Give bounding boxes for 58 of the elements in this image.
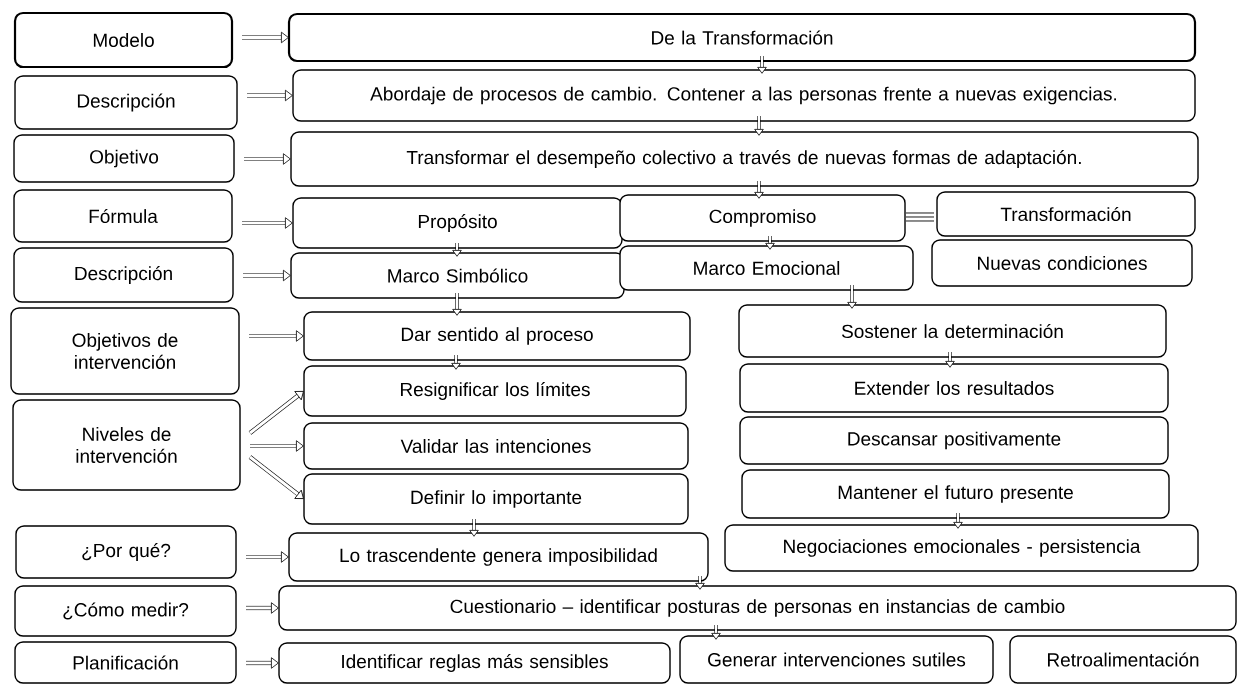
- arrow: [242, 217, 293, 229]
- arrow: [765, 235, 775, 250]
- arrow: [246, 657, 279, 669]
- arrow: [469, 518, 479, 537]
- arrow: [754, 180, 764, 199]
- arrow: [754, 115, 764, 136]
- arrow: [945, 351, 955, 368]
- label-box: Descripción: [13, 247, 234, 303]
- arrow: [249, 330, 304, 342]
- arrow: [248, 391, 304, 435]
- label-box: Niveles de intervención: [12, 399, 241, 491]
- arrow: [452, 242, 462, 257]
- arrow: [953, 512, 963, 529]
- content-box: Abordaje de procesos de cambio. Contener a las personas frente a nuevas exigencias.: [292, 69, 1196, 122]
- content-box: Mantener el futuro presente: [741, 469, 1170, 519]
- content-box: Descansar positivamente: [739, 416, 1169, 465]
- content-box: Generar intervenciones sutiles: [679, 635, 994, 684]
- content-box: Marco Emocional: [619, 245, 914, 291]
- content-box: Resignificar los límites: [303, 365, 687, 417]
- content-box: Definir lo importante: [303, 473, 689, 525]
- arrow: [847, 284, 857, 309]
- content-box: Extender los resultados: [739, 363, 1169, 413]
- arrow: [247, 89, 293, 102]
- content-box: Sostener la determinación: [738, 304, 1167, 358]
- label-box: Modelo: [13, 11, 234, 69]
- label-box: Fórmula: [13, 189, 233, 243]
- content-box: Marco Simbólico: [290, 252, 625, 299]
- label-box: ¿Por qué?: [15, 525, 237, 579]
- label-box: ¿Cómo medir?: [14, 585, 237, 637]
- arrow: [246, 551, 289, 563]
- content-box: Nuevas condiciones: [931, 239, 1193, 287]
- content-box: Negociaciones emocionales - persistencia: [724, 524, 1199, 572]
- arrow: [242, 31, 289, 44]
- content-box: Transformar el desempeño colectivo a través de nuevas formas de adaptación.: [290, 131, 1199, 187]
- arrow: [244, 153, 291, 165]
- label-box: Objetivo: [13, 134, 235, 183]
- content-box: De la Transformación: [287, 12, 1197, 63]
- content-box: Validar las intenciones: [303, 422, 689, 470]
- content-box: Dar sentido al proceso: [303, 311, 691, 361]
- content-box: Propósito: [292, 197, 623, 249]
- arrow: [757, 55, 767, 74]
- content-box: Identificar reglas más sensibles: [278, 642, 671, 684]
- arrow: [695, 575, 705, 590]
- content-box: Compromiso: [619, 194, 906, 242]
- arrow: [243, 269, 291, 282]
- label-box: Descripción: [14, 75, 238, 130]
- content-box: Cuestionario – identificar posturas de personas en instancias de cambio: [278, 585, 1237, 631]
- content-box: Retroalimentación: [1009, 635, 1237, 684]
- arrow: [248, 455, 304, 499]
- content-box: Lo trascendente genera imposibilidad: [288, 532, 709, 582]
- arrow: [451, 354, 461, 370]
- arrow: [711, 624, 721, 640]
- arrow: [246, 602, 279, 614]
- label-box: Planificación: [14, 641, 237, 684]
- arrow: [250, 440, 304, 452]
- content-box: Transformación: [936, 191, 1196, 237]
- arrow: [452, 292, 462, 316]
- label-box: Objetivos de intervención: [10, 307, 240, 395]
